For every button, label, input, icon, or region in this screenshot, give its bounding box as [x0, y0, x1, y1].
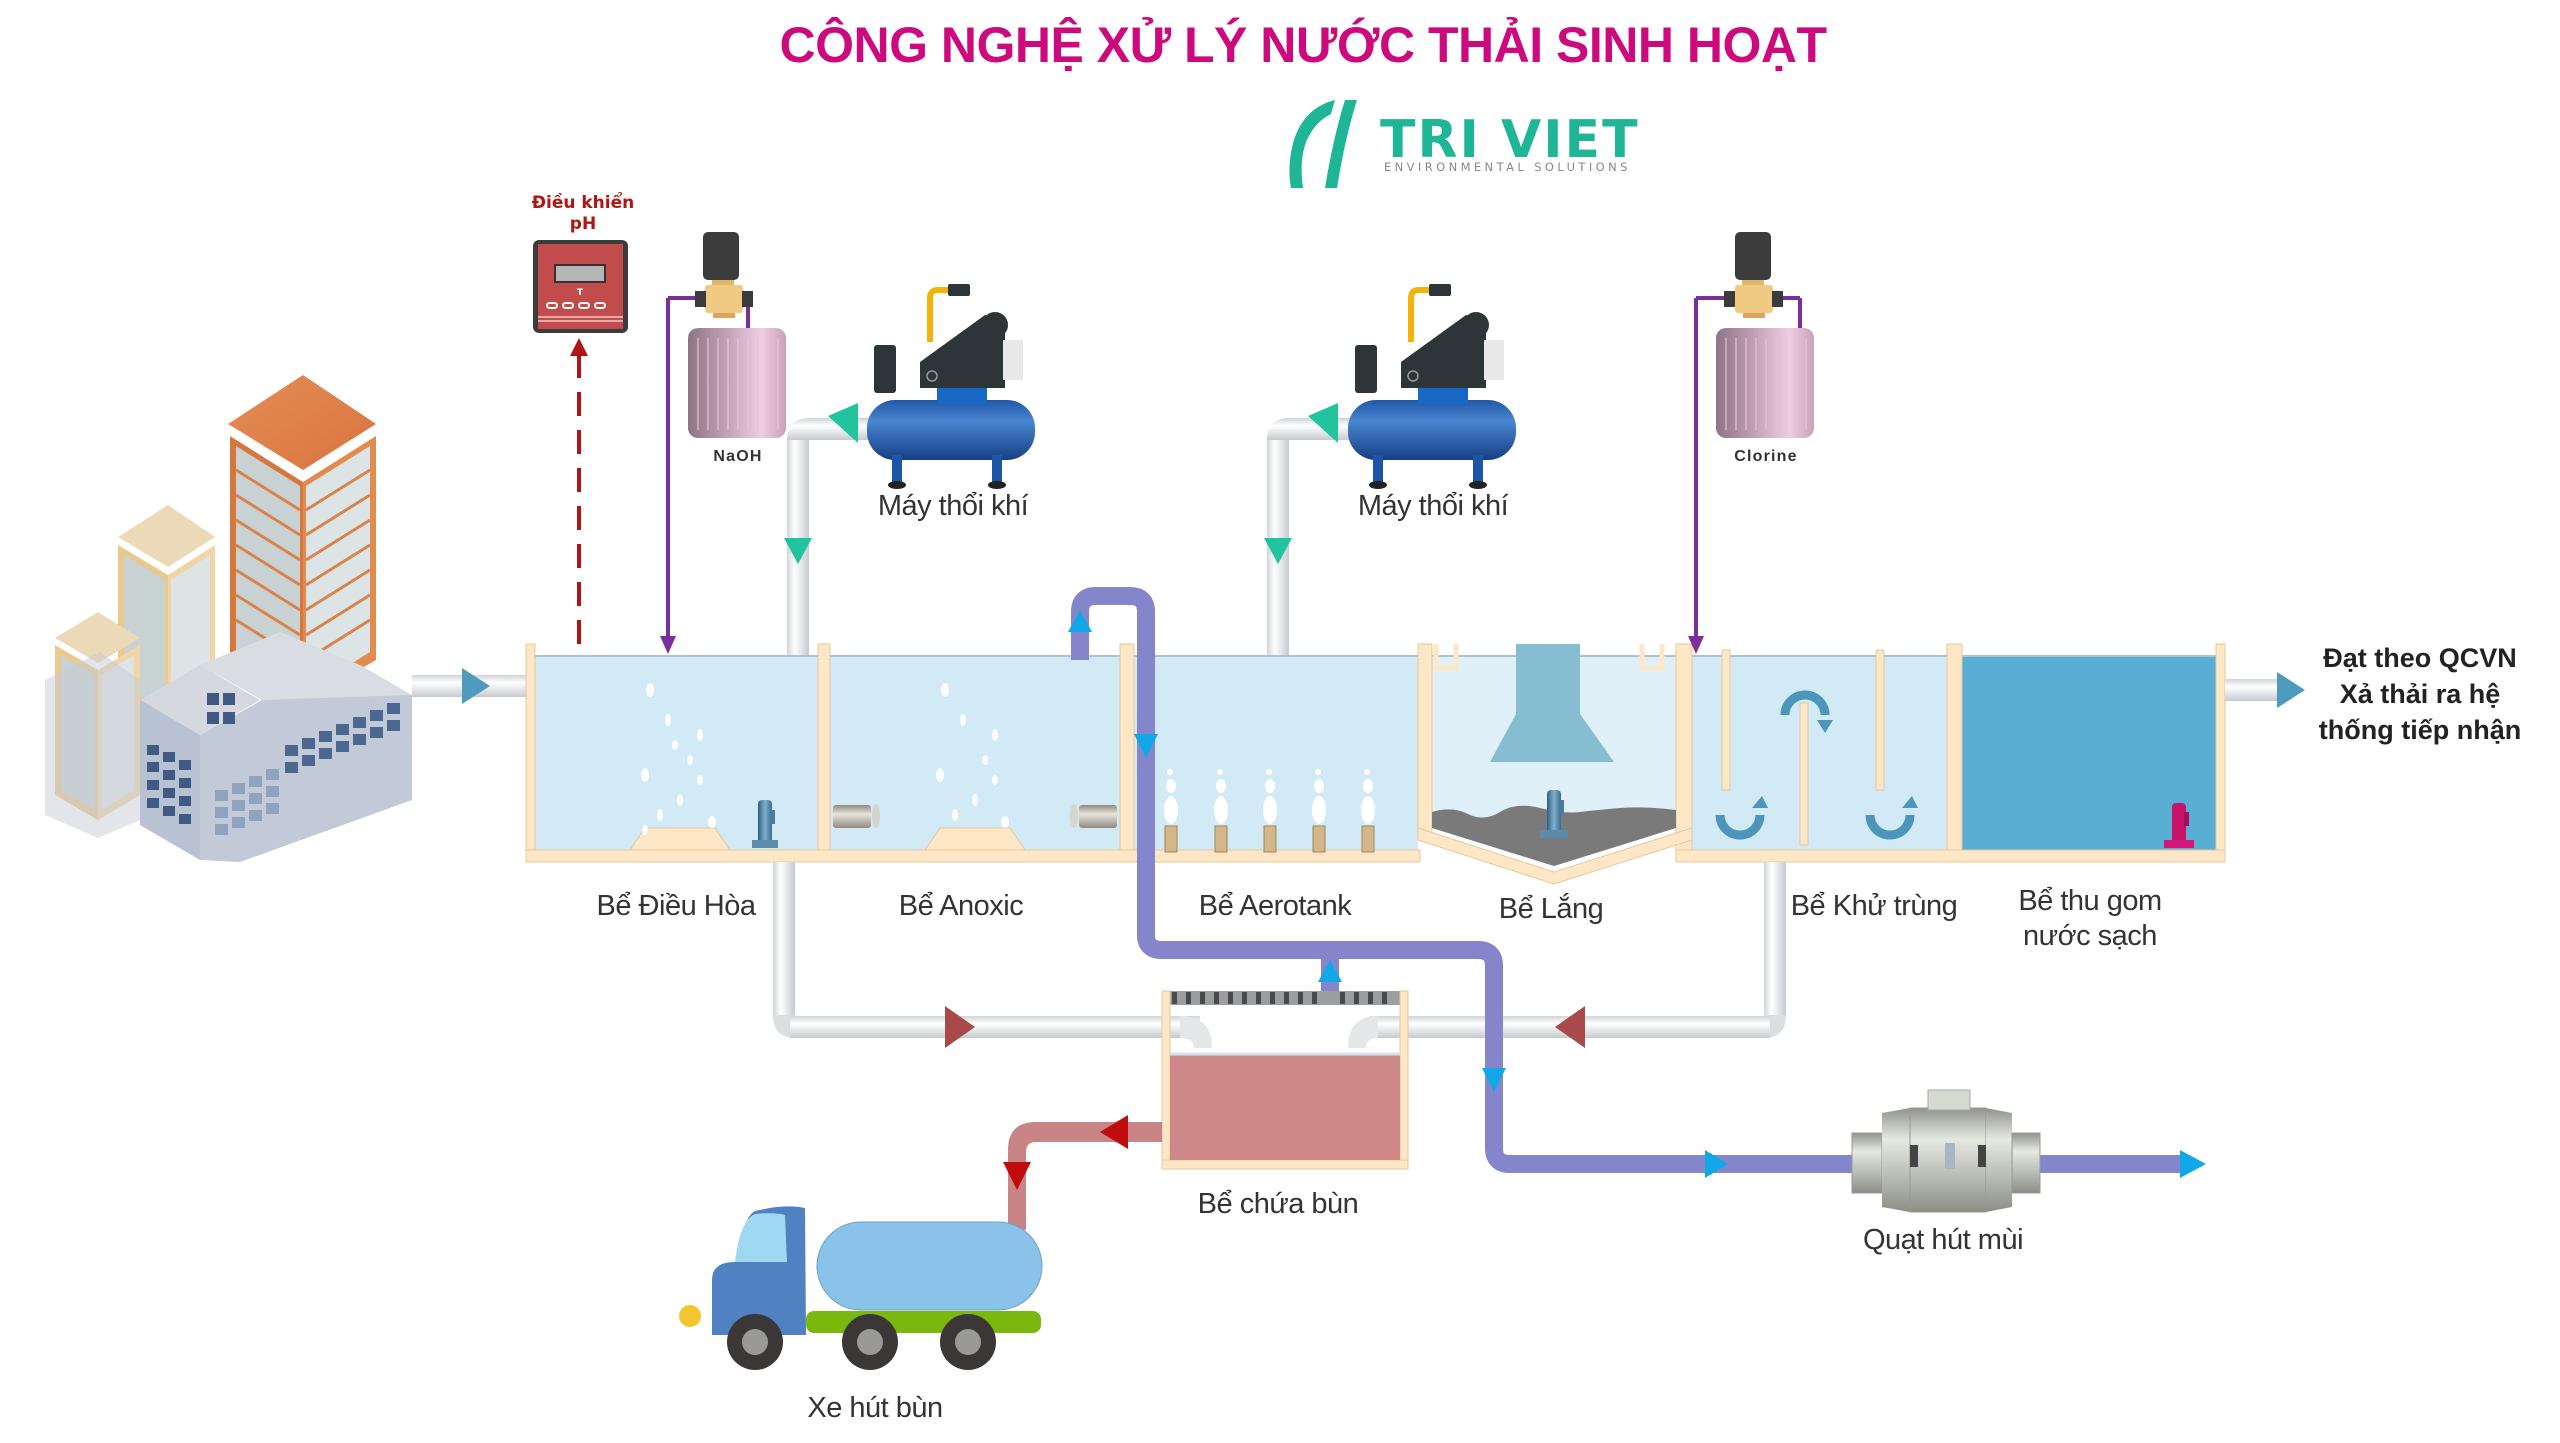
- odor-flow-arrows: [1068, 610, 2206, 1178]
- truck-wheel: [940, 1314, 996, 1370]
- ph-controller-icon: T: [533, 240, 628, 333]
- odor-fan-icon: [1851, 1089, 2041, 1213]
- clean-water-label-line1: Bể thu gom: [2018, 885, 2162, 917]
- tank-label-anoxic: Bể Anoxic: [898, 890, 1024, 922]
- mixing-bubbles: [641, 683, 1009, 835]
- odor-fan-label: Quạt hút mùi: [1862, 1224, 2024, 1256]
- equalization-pump-icon: [752, 800, 778, 848]
- blower-1-icon: [784, 284, 1035, 655]
- air-flow-arrow: [1308, 403, 1338, 443]
- tank-label-aerotank: Bể Aerotank: [1198, 890, 1352, 922]
- ph-signal-line: [570, 338, 588, 644]
- tank-label-sludge: Bể chứa bùn: [1197, 1188, 1359, 1220]
- sludge-flow-arrow: [1555, 1006, 1585, 1048]
- ph-label-line2: pH: [569, 214, 597, 234]
- sludge-out-arrow: [1100, 1115, 1128, 1149]
- naoh-dosing-unit: [660, 232, 786, 654]
- leaf-logo-icon: [1289, 100, 1357, 188]
- blower-2-icon: [1264, 284, 1516, 655]
- equalization-water: [534, 656, 820, 854]
- ph-controller-label: Điều khiển pH: [532, 193, 635, 235]
- naoh-label: NaOH: [713, 448, 763, 465]
- buildings-icon: [45, 375, 412, 862]
- tank-label-equalization: Bể Điều Hòa: [596, 890, 756, 922]
- air-flow-arrow: [1264, 538, 1292, 564]
- sludge-flow-arrow: [945, 1006, 975, 1048]
- ph-label-line1: Điều khiển: [531, 193, 635, 213]
- discharge-line1: Đạt theo QCVN: [2323, 643, 2517, 673]
- logo-wordmark: TRI VIET: [1380, 110, 1640, 170]
- disinfection-baffles: [1721, 649, 1885, 846]
- blower-2-label: Máy thổi khí: [1357, 490, 1509, 522]
- anoxic-mixer-icon: [833, 804, 880, 828]
- discharge-line2: Xả thải ra hệ: [2339, 679, 2501, 709]
- air-flow-arrow: [828, 403, 858, 443]
- outlet-flow-arrow: [2277, 672, 2305, 708]
- sludge-out-arrow: [1003, 1162, 1031, 1190]
- tank-label-settling: Bể Lắng: [1498, 893, 1604, 925]
- clorine-tank-icon: [1716, 328, 1814, 438]
- sludge-return-pipes: [773, 862, 1786, 1048]
- tank-row: [525, 643, 2226, 885]
- clean-water-label-line2: nước sạch: [2023, 920, 2157, 952]
- inlet-pipe: [412, 668, 528, 704]
- clorine-dosing-unit: [1688, 232, 1814, 654]
- discharge-line3: thống tiếp nhận: [2318, 715, 2522, 745]
- flow-direction-arrows: [1715, 690, 1915, 840]
- logo-tagline: ENVIRONMENTAL SOLUTIONS: [1384, 160, 1631, 174]
- naoh-tank-icon: [688, 328, 786, 438]
- clorine-label: Clorine: [1734, 448, 1798, 465]
- clean-water-pump-icon: [2164, 803, 2194, 848]
- tank-label-disinfection: Bể Khử trùng: [1790, 890, 1958, 922]
- sludge-tank: [1003, 990, 1409, 1230]
- blower-1-label: Máy thổi khí: [877, 490, 1029, 522]
- outlet-pipe: [2225, 672, 2305, 708]
- inlet-flow-arrow: [462, 668, 490, 704]
- tank-label-clean-water: Bể thu gom nước sạch: [2018, 884, 2162, 954]
- anoxic-mixer-icon: [1070, 804, 1117, 828]
- air-flow-arrow: [784, 538, 812, 564]
- discharge-note: Đạt theo QCVN Xả thải ra hệ thống tiếp n…: [2319, 640, 2521, 748]
- page-title: CÔNG NGHỆ XỬ LÝ NƯỚC THẢI SINH HOẠT: [779, 17, 1827, 73]
- sludge-truck-label: Xe hút bùn: [807, 1392, 943, 1424]
- sludge-truck-icon: [679, 1206, 1043, 1370]
- truck-wheel: [727, 1314, 783, 1370]
- settling-internals: [1432, 644, 1676, 866]
- aerotank-water: [1134, 656, 1418, 854]
- dosing-pump-icon: [695, 232, 753, 318]
- svg-text:T: T: [577, 288, 584, 298]
- dosing-pump-icon: [1724, 232, 1783, 318]
- settling-pump-icon: [1540, 790, 1568, 838]
- aerotank-diffusers: [1164, 769, 1375, 853]
- truck-wheel: [842, 1314, 898, 1370]
